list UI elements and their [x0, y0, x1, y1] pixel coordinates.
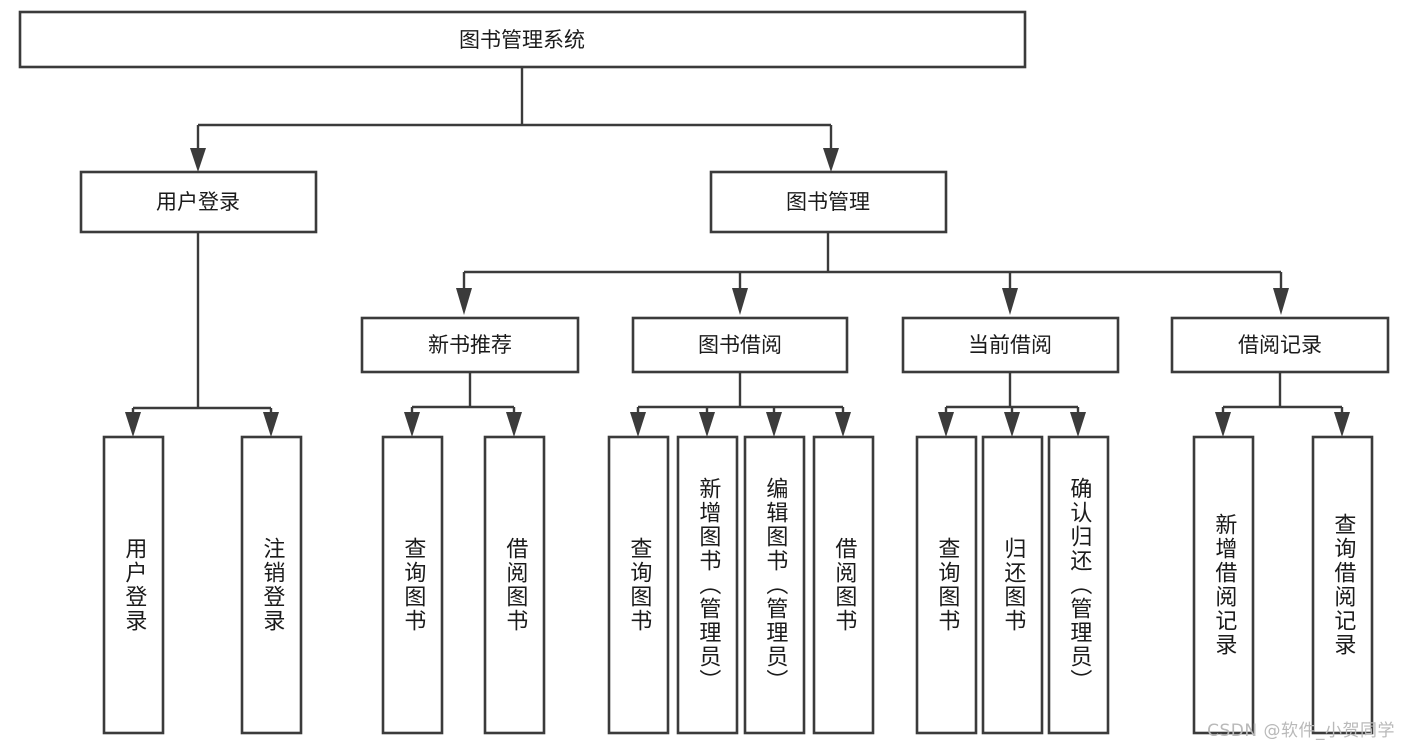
- node-borrow-record-box[interactable]: [1170, 316, 1390, 374]
- arrowhead-leaf-newbook-0-icon: [404, 412, 420, 437]
- arrowhead-leaf-user-login-1-icon: [263, 412, 279, 437]
- arrowhead-leaf-bookborrow-1-icon: [699, 412, 715, 437]
- arrowhead-leaf-currentborrow-0-icon: [938, 412, 954, 437]
- arrowhead-l1-0-icon: [190, 148, 206, 172]
- arrowhead-leaf-borrowrecord-1-icon: [1334, 412, 1350, 437]
- node-user-login-label: 用户登录: [156, 190, 240, 214]
- leaf-box-user-login-1[interactable]: [240, 435, 303, 735]
- leaf-box-book-borrow-1[interactable]: [676, 435, 739, 735]
- leaf-box-borrow-record-1[interactable]: [1311, 435, 1374, 735]
- leaf-box-current-borrow-1[interactable]: [981, 435, 1044, 735]
- leaf-box-user-login-0[interactable]: [102, 435, 165, 735]
- arrowhead-leaf-newbook-1-icon: [506, 412, 522, 437]
- leaf-box-current-borrow-2[interactable]: [1047, 435, 1110, 735]
- arrowhead-l2-2-icon: [1002, 288, 1018, 315]
- arrowhead-leaf-currentborrow-2-icon: [1070, 412, 1086, 437]
- node-root-label: 图书管理系统: [459, 28, 585, 52]
- node-root-box[interactable]: [18, 10, 1027, 69]
- node-borrow-record-label: 借阅记录: [1238, 333, 1322, 357]
- leaf-box-book-borrow-2[interactable]: [743, 435, 806, 735]
- leaf-box-book-borrow-3[interactable]: [812, 435, 875, 735]
- leaf-box-current-borrow-0[interactable]: [915, 435, 978, 735]
- node-book-borrow-label: 图书借阅: [698, 333, 782, 357]
- leaf-box-book-borrow-0[interactable]: [607, 435, 670, 735]
- node-book-manage-label: 图书管理: [786, 190, 870, 214]
- node-current-borrow-box[interactable]: [901, 316, 1120, 374]
- arrowhead-leaf-borrowrecord-0-icon: [1215, 412, 1231, 437]
- node-new-book-recommend-label: 新书推荐: [428, 333, 512, 357]
- arrowhead-l1-1-icon: [823, 148, 839, 172]
- arrowhead-l2-3-icon: [1273, 288, 1289, 315]
- arrowhead-l2-1-icon: [732, 288, 748, 315]
- node-book-borrow-box[interactable]: [631, 316, 849, 374]
- node-book-manage-box[interactable]: [709, 170, 948, 234]
- leaf-box-new-book-0[interactable]: [381, 435, 444, 735]
- arrowhead-leaf-currentborrow-1-icon: [1004, 412, 1020, 437]
- arrowhead-leaf-user-login-0-icon: [125, 412, 141, 437]
- arrowhead-leaf-bookborrow-3-icon: [835, 412, 851, 437]
- leaf-box-new-book-1[interactable]: [483, 435, 546, 735]
- csdn-watermark: CSDN @软件_小贺同学: [1207, 721, 1395, 741]
- arrowhead-leaf-bookborrow-2-icon: [766, 412, 782, 437]
- node-new-book-recommend-box[interactable]: [360, 316, 580, 374]
- arrowhead-leaf-bookborrow-0-icon: [630, 412, 646, 437]
- arrowhead-l2-0-icon: [456, 288, 472, 315]
- leaf-box-borrow-record-0[interactable]: [1192, 435, 1255, 735]
- node-current-borrow-label: 当前借阅: [968, 333, 1052, 357]
